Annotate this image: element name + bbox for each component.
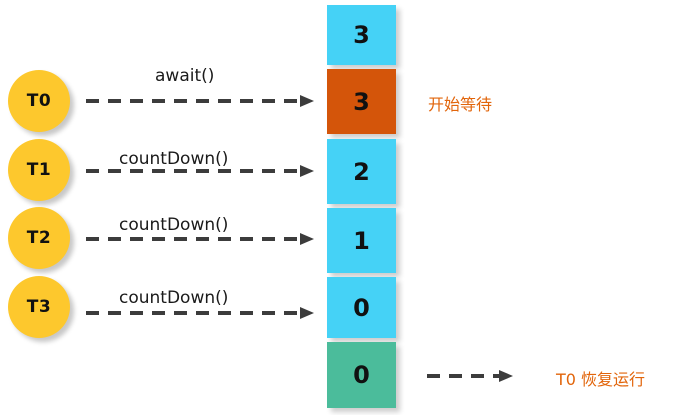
counter-box-0: 3	[327, 5, 396, 65]
counter-value: 3	[353, 21, 370, 49]
arrow-t0-await	[86, 93, 316, 109]
counter-box-5-released: 0	[327, 342, 396, 408]
arrow-release-t0	[427, 368, 515, 384]
counter-value: 2	[353, 157, 370, 186]
arrow-t3-countdown	[86, 305, 316, 321]
message-label-await: await()	[155, 66, 215, 86]
arrow-t1-countdown	[86, 163, 316, 179]
message-label-countdown-t1: countDown()	[119, 149, 229, 169]
counter-value: 0	[353, 293, 370, 322]
thread-node-label: T0	[26, 91, 52, 111]
counter-value: 0	[353, 361, 370, 389]
counter-value: 1	[353, 226, 370, 255]
arrow-t2-countdown	[86, 231, 316, 247]
message-label-countdown-t2: countDown()	[119, 215, 229, 235]
thread-node-t2: T2	[8, 207, 70, 269]
thread-node-label: T1	[26, 160, 52, 180]
thread-node-label: T3	[26, 297, 52, 317]
thread-node-label: T2	[26, 228, 52, 248]
counter-box-3: 1	[327, 208, 396, 273]
annotation-t0-resumed: T0 恢复运行	[556, 370, 646, 389]
message-label-countdown-t3: countDown()	[119, 288, 229, 308]
annotation-start-waiting: 开始等待	[428, 95, 493, 114]
counter-value: 3	[353, 87, 370, 116]
counter-box-4: 0	[327, 277, 396, 338]
counter-box-2: 2	[327, 139, 396, 204]
counter-box-1-waiting: 3	[327, 69, 396, 134]
thread-node-t1: T1	[8, 139, 70, 201]
thread-node-t0: T0	[8, 70, 70, 132]
thread-node-t3: T3	[8, 276, 70, 338]
